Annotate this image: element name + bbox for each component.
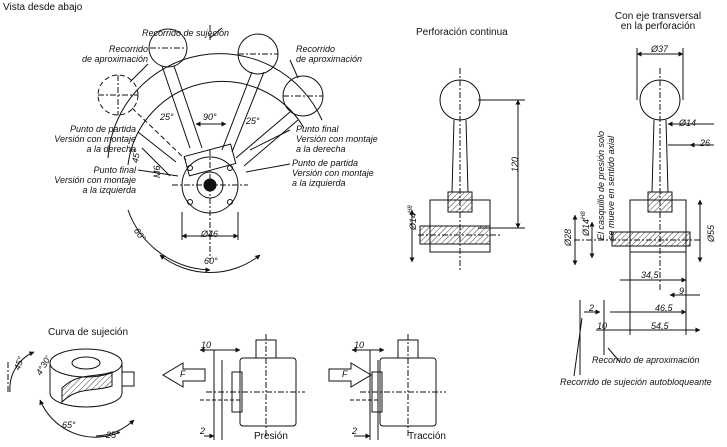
dim-34-5-label: 34,5 [641,270,659,280]
dim-d37-label: Ø37 [651,44,669,54]
angle-25-right-label: 25° [246,116,260,126]
dim-d28-label: Ø28 [563,228,573,246]
dim-d55-label: Ø55 [706,224,716,242]
push-dim-10-label: 10 [201,340,212,350]
arm-right-a [221,71,265,153]
hub-head [183,143,237,177]
leader-45 [141,147,171,177]
dim-26-label: 26 [700,138,711,148]
angle-65-label: 65° [62,420,76,430]
push-label: Presión [254,431,288,442]
push-dim-2-label: 2 [200,426,206,436]
pull-dim-10-label: 10 [354,340,365,350]
angle-25 [95,419,135,437]
stem [651,119,669,193]
approach-travel-label: Recorrido de aproximación [592,355,700,365]
bottom-view [97,22,324,273]
sleeve-body [49,363,123,408]
force-arrow [328,362,372,388]
dim-120-label: 120 [510,156,520,172]
pull-label: Tracción [408,431,446,442]
cross-shaft-view [572,48,714,377]
body [629,199,687,253]
travel-arc-outer [107,53,323,159]
cross-shaft [611,231,691,247]
bottom-view-title: Vista desde abajo [3,2,83,13]
pin [121,371,135,387]
angle-25-left-label: 25° [160,112,174,122]
angle-25-label: 25° [106,430,120,440]
dim-10-label: 10 [597,321,608,331]
through-bore-title: Perforación continua [416,27,508,38]
angle-45 [9,351,35,393]
dim-2-label: 2 [589,303,595,313]
cam-slot [61,371,113,404]
stem-base [647,191,673,213]
travel-arc-inner [127,81,305,166]
dim-46-5-label: 46,5 [655,303,673,313]
dim-d46-label: Ø46 [201,229,219,239]
dim-d14b-label: Ø14H8 [581,211,591,236]
angle-90-label: 90° [203,112,217,122]
clamping-curve-title: Curva de sujeción [48,327,129,338]
dim-9-label: 9 [679,286,685,296]
dim-54-5-label: 54,5 [651,321,669,331]
pull-dim-2-label: 2 [352,426,358,436]
arm-left [161,65,203,149]
sleeve-bore [71,356,101,370]
angle-60-left [127,209,211,273]
knob-top-left [148,28,188,68]
self-locking-travel-label: Recorrido de sujeción autobloqueante [560,377,712,387]
thread-m6-label: M6 [152,165,162,178]
clamping-travel-label: Recorrido de sujeción [142,28,230,38]
angle-65 [39,399,121,438]
dim-d14-label: Ø14H8 [408,205,418,230]
pull-view [328,334,446,440]
arm-right-b [235,111,299,167]
push-view [162,334,305,440]
clamping-curve-view [7,348,135,438]
push-force-label: F [180,369,186,379]
stem-base [447,191,473,213]
through-bore-view [409,68,525,270]
force-arrow [162,362,206,388]
stem [451,119,469,193]
angle-60-bottom [159,254,261,273]
angle-60-bottom-label: 60° [204,256,218,266]
dim-d14a-label: Ø14 [679,118,697,128]
pull-force-label: F [342,369,348,379]
